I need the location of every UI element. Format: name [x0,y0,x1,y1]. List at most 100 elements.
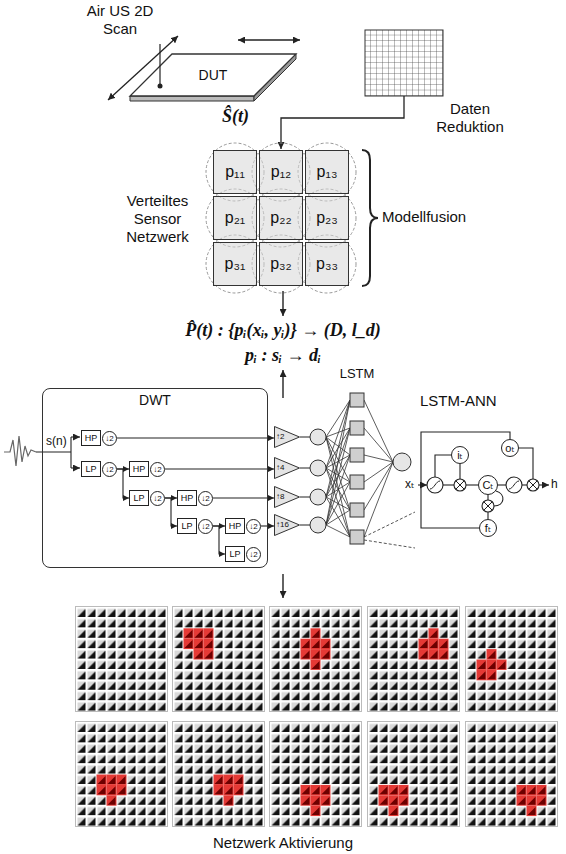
map-frame [466,722,558,827]
lstm-unit [350,530,364,544]
dut-top [130,54,296,96]
sensor-node: p₃₃ [305,242,349,286]
active-cell [311,795,321,805]
cross-mark [529,481,537,489]
filter-stage-text: ↓2 [246,547,261,562]
active-cell-mark [322,651,330,659]
active-cell [487,649,497,659]
sensor-node: p₃₁ [213,242,257,286]
active-cell [214,775,224,785]
active-cell [311,806,321,816]
upsampler: ↑16 [274,514,300,536]
active-cell-fill [389,785,399,795]
active-cell [537,795,547,805]
active-cell-mark [185,640,193,648]
active-cell-fill [311,639,321,649]
activation-map [466,722,558,827]
active-cell-fill [301,795,311,805]
active-cell-mark [538,786,546,794]
active-cell-fill [224,775,234,785]
output-neuron [393,453,411,471]
active-cell-fill [311,795,321,805]
active-cell-mark [312,661,320,669]
active-cell-mark [528,797,536,805]
weight-line [326,468,350,537]
active-cell-mark [488,671,496,679]
lstm-gate-text: fₜ [485,522,491,535]
active-cell [184,639,194,649]
sensor-node-text: p₂₁ [225,209,246,227]
weight-line [326,400,350,525]
sensor-node-text: p₁₂ [271,163,292,181]
map-cells [77,608,167,712]
active-cell-fill [311,628,321,638]
sensor-range [298,143,356,201]
active-cell [321,795,331,805]
active-cell-fill [439,639,449,649]
active-cell [204,628,214,638]
cell-ops [427,477,539,512]
sensor-node: p₂₁ [213,196,257,240]
active-cell [107,775,117,785]
cell-wire [522,484,527,485]
active-cell [107,795,117,805]
text-label: pᵢ : sᵢ → dᵢ [0,345,566,367]
weight-line [364,428,393,462]
sigmoid-op [427,477,443,493]
filter-stage-text: ↓2 [150,462,165,477]
active-cell-mark [302,786,310,794]
active-cell-fill [477,670,487,680]
active-cell-mark [312,797,320,805]
signal-wave [4,436,36,466]
signal-connector [117,437,274,438]
input-neuron [310,517,326,533]
filter-stage-text: HP [177,490,197,506]
active-cell-mark [380,797,388,805]
dwt-block: DWTHP↓2LP↓2HP↓2LP↓2HP↓2LP↓2HP↓2LP↓2 [42,388,268,568]
active-cell-fill [497,660,507,670]
activation-map [270,607,362,712]
zoom-leader [364,512,415,537]
active-cell [389,806,399,816]
map-frame [270,607,362,712]
active-cell [477,670,487,680]
sensor-node: p₁₂ [259,150,303,194]
active-cell-mark [528,786,536,794]
active-cell-fill [194,628,204,638]
active-cell [234,785,244,795]
active-cell [517,785,527,795]
active-cell [184,628,194,638]
active-cell [487,670,497,680]
active-cell-mark [498,661,506,669]
active-cell-mark [312,630,320,638]
scan-point [158,84,163,89]
active-cell-fill [477,660,487,670]
upsampler-text: ↑2 [274,426,300,448]
filter-stage-text: HP [81,430,101,446]
sensor-node: p₃₂ [259,242,303,286]
map-frame [173,722,265,827]
active-cell-mark [420,640,428,648]
ann [300,393,411,544]
active-cell-mark [118,776,126,784]
active-cell-mark [118,786,126,794]
sensor-range [206,143,264,201]
weight-line [364,462,393,482]
signal-connector [213,526,225,554]
active-cell-mark [488,661,496,669]
active-cell-fill [537,795,547,805]
active-cell-mark [420,651,428,659]
active-cell [194,628,204,638]
filter-stage-text: LP [81,461,101,477]
filter-stage: LP↓2 [81,461,117,477]
active-cell-mark [98,776,106,784]
signal-connector [165,468,274,469]
active-cell-fill [311,806,321,816]
map-cells [369,608,459,712]
active-cell-mark [400,797,408,805]
input-neuron [310,489,326,505]
active-cell-mark [302,797,310,805]
active-cell-fill [97,785,107,795]
active-cell-mark [235,786,243,794]
active-cell [379,795,389,805]
